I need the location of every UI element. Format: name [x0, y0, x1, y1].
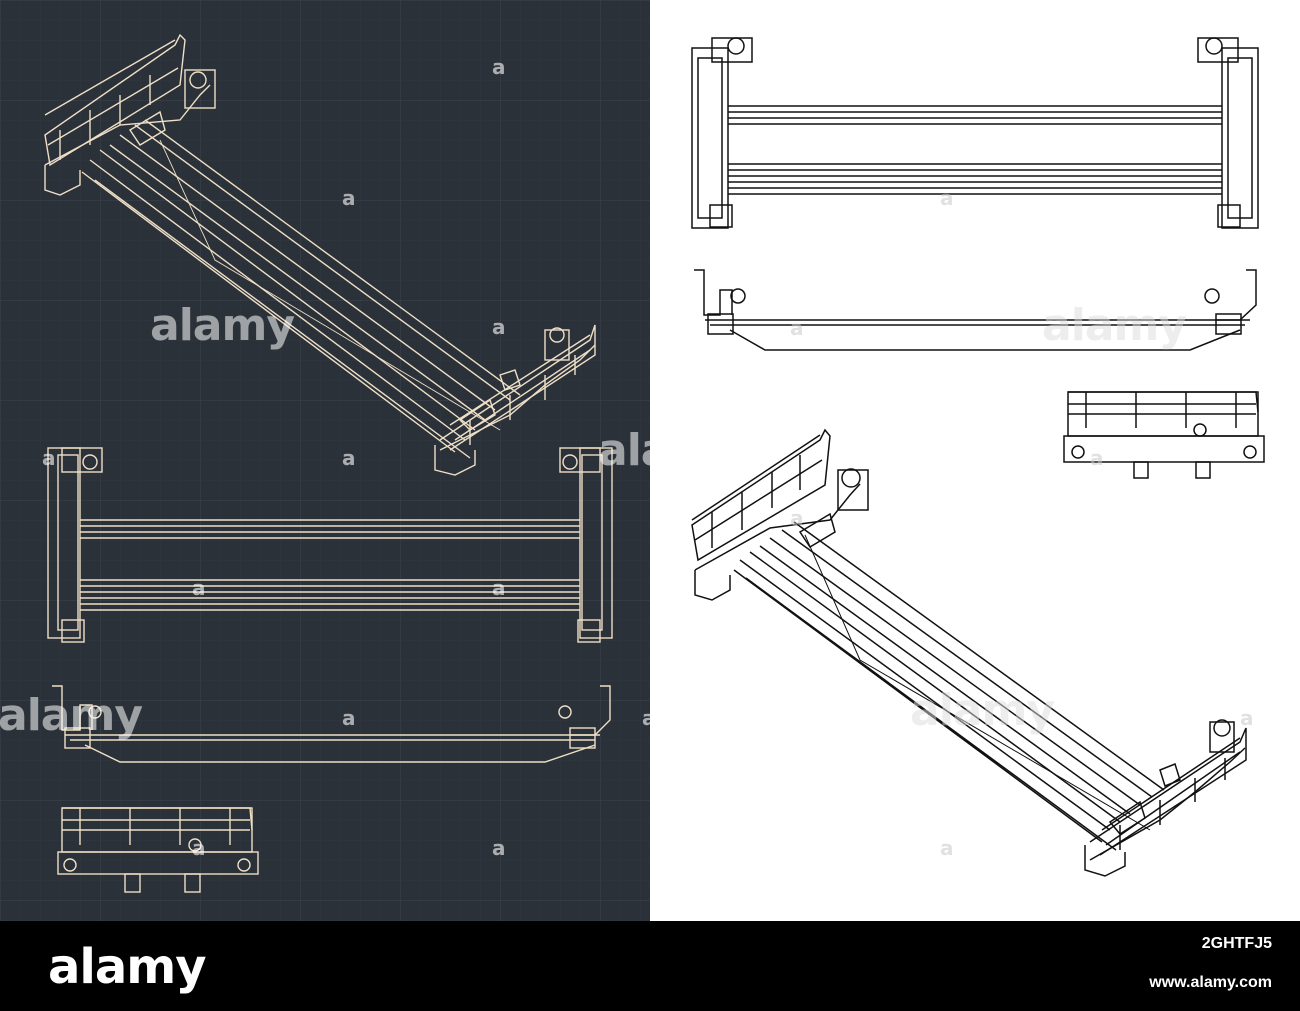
watermark-letter: a [342, 706, 356, 730]
watermark-letter: a [492, 315, 506, 339]
watermark-text: alamy [0, 690, 143, 741]
line-drawing [691, 37, 1265, 877]
blueprint-top-view [47, 447, 613, 643]
image-id: 2GHTFJ5 [1201, 935, 1272, 952]
blueprint-grid [0, 0, 650, 921]
watermark-text: alamy [910, 685, 1055, 736]
watermark-letter: a [1090, 446, 1104, 470]
watermark-letter: a [342, 186, 356, 210]
site-url: www.alamy.com [1149, 974, 1272, 991]
footer-bar: alamy 2GHTFJ5 www.alamy.com [0, 921, 1300, 1011]
watermark-letter: a [492, 55, 506, 79]
drawing-isometric-crane [691, 428, 1247, 877]
drawing-panel: alamy alamy a a a a a a [650, 0, 1300, 921]
watermark-letter: a [642, 706, 650, 730]
blueprint-end-view [57, 807, 259, 893]
blueprint-panel: alamy alamy alamy a a a a a a a a a a a [0, 0, 650, 921]
drawing-top-view [691, 37, 1259, 229]
watermark-letter: a [192, 576, 206, 600]
watermark-letter: a [1240, 706, 1254, 730]
watermark-letter: a [940, 186, 954, 210]
watermark-letter: a [342, 446, 356, 470]
watermark-text: alamy [1042, 300, 1187, 351]
watermark-letter: a [940, 836, 954, 860]
watermark-letter: a [790, 316, 804, 340]
blueprint-isometric-crane [44, 33, 596, 476]
drawing-side-view [694, 269, 1257, 351]
alamy-logo: alamy [48, 939, 207, 995]
drawing-end-view [1063, 391, 1265, 479]
blueprint-side-view [52, 685, 611, 763]
watermark-letter: a [42, 446, 56, 470]
watermark-letter: a [492, 836, 506, 860]
watermark-text: alamy [598, 425, 650, 476]
watermark-letter: a [790, 506, 804, 530]
watermark-letter: a [492, 576, 506, 600]
blueprint-drawing [0, 0, 650, 921]
watermark-letter: a [192, 836, 206, 860]
watermark-text: alamy [150, 300, 295, 351]
